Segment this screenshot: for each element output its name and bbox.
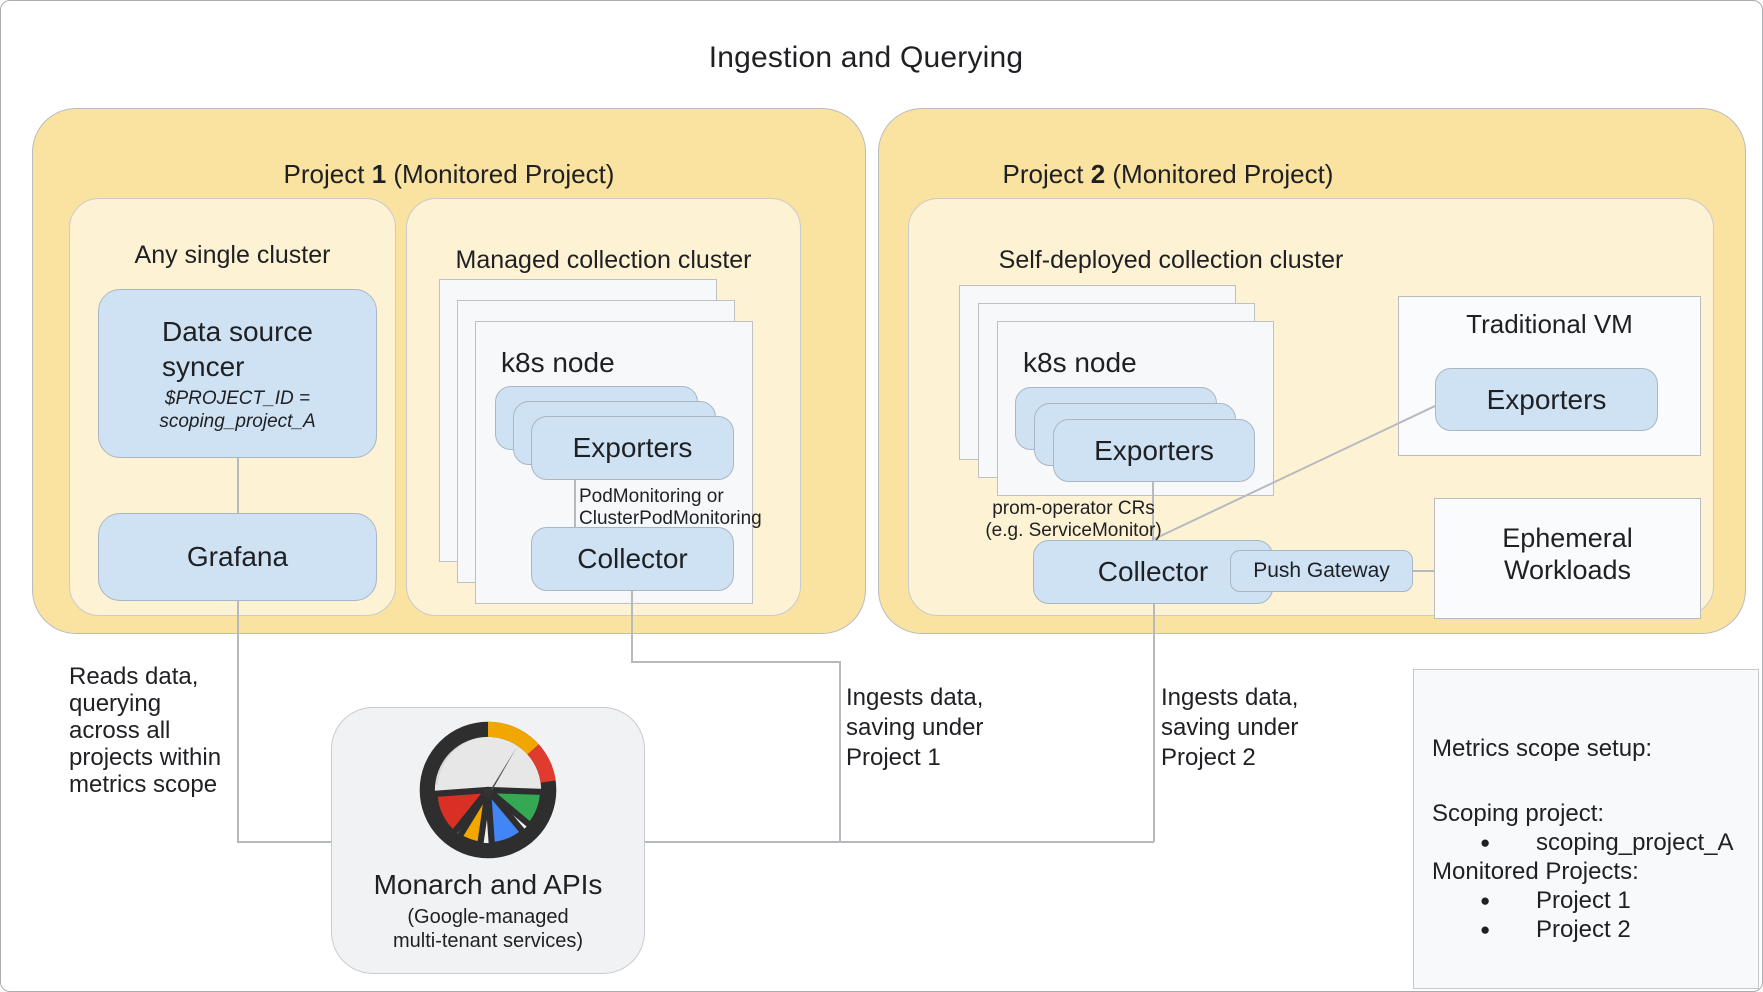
monitored-projects-label: Monitored Projects: (1432, 858, 1639, 885)
ephemeral-workloads-box (1434, 498, 1701, 619)
bullet-icon: ● (1480, 891, 1491, 910)
p1-exporters-box: Exporters (531, 416, 734, 480)
ephemeral-workloads-label: Ephemeral Workloads (1502, 523, 1633, 585)
reads-data-annotation: Reads data, querying across all projects… (69, 663, 222, 798)
monarch-gauge-icon (419, 721, 557, 859)
connector-grafana-down (237, 601, 239, 842)
push-gateway-box: Push Gateway (1230, 550, 1413, 592)
data-source-syncer-project-id: $PROJECT_ID = scoping_project_A (159, 388, 316, 432)
connector-p1-collector-down (631, 591, 633, 662)
project2-title: Project 2 (Monitored Project) (1002, 159, 1334, 189)
pod-monitoring-note: PodMonitoring or ClusterPodMonitoring (579, 486, 762, 529)
p1-collector-box: Collector (531, 527, 734, 591)
connector-p1-horizontal (631, 661, 840, 663)
connector-p1-down2 (839, 661, 841, 842)
managed-cluster-label: Managed collection cluster (455, 246, 752, 274)
list-item: ● scoping_project_A (1480, 829, 1734, 856)
list-item: ● Project 1 (1480, 887, 1631, 914)
list-item: ● Project 2 (1480, 916, 1631, 943)
monarch-title: Monarch and APIs (373, 869, 603, 900)
monarch-subtitle: (Google-managed multi-tenant services) (392, 906, 584, 952)
connector-p1-exporters-collector (574, 480, 576, 527)
any-single-cluster-label: Any single cluster (134, 241, 331, 269)
grafana-box: Grafana (98, 513, 377, 601)
connector-p2-exporters-collector (1152, 481, 1154, 540)
connector-bus (237, 841, 1154, 843)
monarch-box: Monarch and APIs (Google-managed multi-t… (331, 707, 645, 974)
connector-p2-collector-down (1153, 604, 1155, 842)
bullet-icon: ● (1480, 833, 1491, 852)
p1-k8s-node-label: k8s node (501, 347, 615, 378)
connector-syncer-grafana (237, 458, 239, 513)
bullet-icon: ● (1480, 920, 1491, 939)
ingests-project2-annotation: Ingests data, saving under Project 2 (1161, 684, 1299, 771)
connector-pushgateway-ephemeral (1413, 570, 1434, 572)
self-deployed-cluster-label: Self-deployed collection cluster (998, 246, 1344, 274)
project1-title: Project 1 (Monitored Project) (283, 159, 615, 189)
data-source-syncer-label: Data source syncer (162, 316, 313, 382)
scoping-project-label: Scoping project: (1432, 800, 1605, 827)
data-source-syncer-box: Data source syncer $PROJECT_ID = scoping… (98, 289, 377, 458)
p2-k8s-node-label: k8s node (1023, 347, 1137, 378)
metrics-scope-box: Metrics scope setup: Scoping project: ● … (1413, 669, 1759, 989)
page-title: Ingestion and Querying (708, 41, 1024, 74)
metrics-scope-title: Metrics scope setup: (1432, 735, 1653, 762)
vm-exporters-box: Exporters (1435, 368, 1658, 431)
traditional-vm-label: Traditional VM (1466, 309, 1633, 339)
ingests-project1-annotation: Ingests data, saving under Project 1 (846, 684, 984, 771)
p2-exporters-box: Exporters (1053, 419, 1255, 482)
prom-operator-note: prom-operator CRs (e.g. ServiceMonitor) (985, 498, 1162, 541)
